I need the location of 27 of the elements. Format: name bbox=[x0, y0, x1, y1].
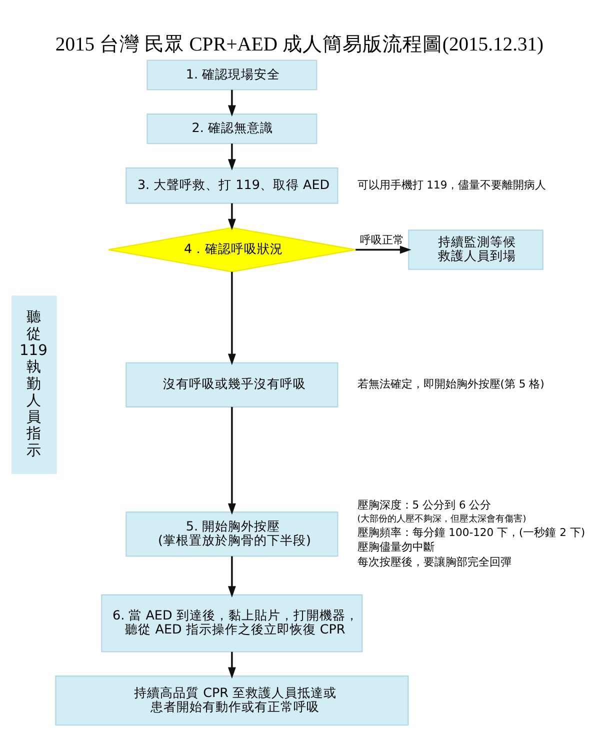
node-box: 持續高品質 CPR 至救護人員抵達或患者開始有動作或有正常呼吸 bbox=[55, 676, 409, 726]
node-box: 6. 當 AED 到達後，黏上貼片，打開機器，聽從 AED 指示操作之後立即恢復 CPR bbox=[101, 594, 363, 652]
arrow bbox=[228, 652, 236, 679]
arrow bbox=[228, 203, 236, 230]
arrow bbox=[228, 144, 236, 171]
arrow bbox=[356, 246, 412, 254]
node-box: 1. 確認現場安全 bbox=[146, 60, 318, 90]
node-label: 壓胸深度：5 公分到 6 公分 bbox=[357, 498, 492, 512]
node-box: 沒有呼吸或幾乎沒有呼吸 bbox=[126, 362, 338, 408]
edge-label: 呼吸正常 bbox=[360, 234, 404, 247]
node-box: 5. 開始胸外按壓 (掌根置放於胸骨的下半段) bbox=[126, 512, 338, 557]
node-diamond: 4．確認呼吸狀況 bbox=[108, 227, 356, 272]
node-label: 每次按壓後，要讓胸部完全回彈 bbox=[357, 555, 512, 568]
node-box: 3. 大聲呼救、打 119、取得 AED bbox=[126, 167, 338, 204]
diagram-title: 2015 台灣 民眾 CPR+AED 成人簡易版流程圖(2015.12.31) bbox=[55, 34, 544, 56]
node-label: 可以用手機打 119，儘量不要離開病人 bbox=[357, 178, 546, 192]
node-box: 2. 確認無意識 bbox=[146, 114, 318, 144]
arrow bbox=[228, 406, 236, 515]
node-label: 壓胸儘量勿中斷 bbox=[357, 540, 434, 554]
node-box: 持續監測等候救護人員到場 bbox=[408, 230, 544, 270]
arrow bbox=[228, 272, 236, 366]
node-label: 壓胸頻率：每分鐘 100-120 下，(一秒鐘 2 下) bbox=[357, 526, 586, 539]
node-box: 聽從119執勤人員指示 bbox=[12, 296, 57, 474]
arrow bbox=[228, 556, 236, 598]
node-label: 若無法確定，即開始胸外按壓(第 5 格) bbox=[357, 378, 544, 391]
node-label: (大部份的人壓不夠深，但壓太深會有傷害) bbox=[357, 514, 526, 525]
arrow bbox=[228, 90, 236, 117]
